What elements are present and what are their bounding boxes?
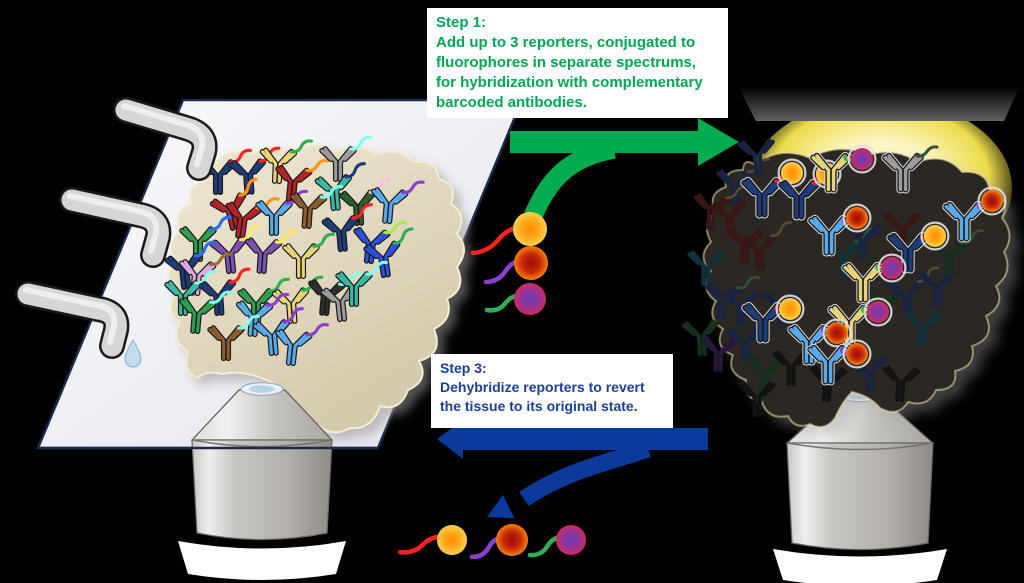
antibody-glyph <box>787 323 831 366</box>
light-source-lamp <box>738 86 1020 121</box>
blue-arrowhead <box>487 494 515 519</box>
step3-body: Dehybridize reporters to revert the tiss… <box>440 379 645 414</box>
reporter-dot <box>977 186 1007 216</box>
antibody-glyph <box>275 323 330 367</box>
antibody-glyph <box>917 269 956 307</box>
unlabeled-antibodies-right <box>681 138 984 418</box>
antibody-glyph <box>335 260 388 308</box>
antibody-glyph <box>882 365 921 403</box>
step3-title: Step 3: <box>440 360 487 376</box>
barcoded-antibodies-left <box>164 135 425 367</box>
reporter-dot <box>514 246 548 280</box>
antibody-glyph <box>252 307 304 357</box>
antibody-glyph <box>275 159 330 203</box>
antibody-glyph <box>772 350 810 387</box>
antibody-glyph <box>179 215 232 263</box>
reporter-dot <box>822 318 852 348</box>
antibody-glyph <box>881 151 925 194</box>
reporter-dot <box>920 221 950 251</box>
reporter-dot <box>842 339 872 369</box>
antibody-glyph <box>705 275 760 321</box>
antibody-glyph <box>179 252 233 297</box>
blue-arrow-branch <box>519 440 651 507</box>
antibody-glyph <box>237 277 290 325</box>
antibody-glyph <box>164 269 217 317</box>
antibody-glyph <box>321 203 373 253</box>
reporter-dot <box>514 283 546 315</box>
reporter-dot <box>437 525 467 555</box>
microscope-objective-right <box>773 389 947 583</box>
reporter-dot <box>556 525 586 555</box>
fluidics-nozzles <box>15 97 218 368</box>
step1-title: Step 1: <box>436 14 487 31</box>
antibody-glyph <box>700 335 739 373</box>
step1-arrow-right <box>510 118 739 220</box>
antibody-glyph <box>687 250 725 287</box>
antibody-glyph <box>809 151 853 194</box>
microscope-objective-left <box>178 382 346 580</box>
antibody-glyph <box>363 227 414 279</box>
reporter-dot <box>496 524 528 556</box>
faucet-nozzle <box>15 281 130 359</box>
antibody-glyph <box>319 135 372 183</box>
antibody-glyph <box>179 290 233 335</box>
reporter-bound-antibodies-right <box>740 144 1007 386</box>
reporter-dot <box>513 212 547 246</box>
antibody-glyph <box>716 158 770 206</box>
reporter-fluorophores-added <box>470 212 548 315</box>
reporter-fluorophores-released <box>397 524 586 560</box>
antibody-glyph <box>904 309 943 347</box>
antibody-glyph <box>737 138 775 176</box>
antibody-glyph <box>886 266 939 317</box>
reporter-dot <box>863 297 893 327</box>
antibody-glyph <box>844 222 883 260</box>
antibody-glyph <box>259 139 314 185</box>
faucet-nozzle <box>113 97 218 181</box>
antibody-glyph <box>849 355 888 393</box>
antibody-glyph <box>371 180 425 225</box>
green-arrow-branch <box>524 139 616 220</box>
antibody-glyph <box>806 343 850 386</box>
antibody-glyph <box>353 221 408 265</box>
antibody-glyph <box>740 176 784 219</box>
antibody-glyph <box>777 178 821 221</box>
faucet-nozzle <box>59 187 172 268</box>
antibody-glyph <box>883 212 921 249</box>
reporter-dot <box>877 253 907 283</box>
antibody-glyph <box>942 200 986 243</box>
antibody-glyph <box>681 319 720 357</box>
antibody-glyph <box>886 231 930 274</box>
antibody-glyph <box>741 301 785 344</box>
antibody-glyph <box>207 314 260 362</box>
step3-arrow-left <box>437 420 708 519</box>
antibody-glyph <box>739 220 793 271</box>
reporter-dot <box>847 144 877 174</box>
green-arrow-shape <box>510 118 739 166</box>
step1-textbox: Step 1: Add up to 3 reporters, conjugate… <box>427 8 728 118</box>
antibody-glyph <box>827 303 871 346</box>
antibody-glyph <box>244 229 299 275</box>
liquid-drop-icon <box>124 339 142 368</box>
antibody-glyph <box>289 184 344 230</box>
antibody-glyph <box>199 148 252 196</box>
antibody-glyph <box>709 199 747 237</box>
antibody-glyph <box>841 261 885 304</box>
reporter-dot <box>775 294 805 324</box>
antibody-glyph <box>738 381 776 418</box>
antibody-glyph <box>746 355 785 393</box>
reporter-dot <box>842 203 872 233</box>
step1-body: Add up to 3 reporters, conjugated to flu… <box>436 34 703 111</box>
antibody-glyph <box>807 214 851 257</box>
antibody-glyph <box>282 232 335 280</box>
step3-textbox: Step 3: Dehybridize reporters to revert … <box>431 354 673 428</box>
